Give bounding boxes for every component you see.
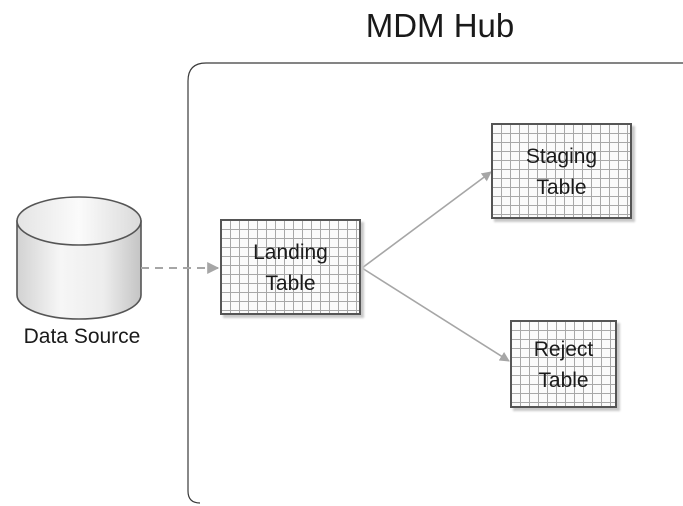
connector-landing-to-reject — [361, 267, 510, 362]
landing-table-label-line2: Table — [265, 272, 316, 295]
staging-table: Staging Table — [491, 123, 632, 219]
hub-title: MDM Hub — [365, 7, 515, 44]
mdm-hub-container — [187, 62, 683, 504]
landing-table-label-line1: Landing — [253, 241, 328, 264]
landing-table: Landing Table — [220, 219, 361, 315]
data-source-cylinder-icon — [16, 196, 142, 320]
staging-table-label-line1: Staging — [525, 145, 598, 168]
connector-landing-to-staging — [361, 171, 492, 269]
staging-table-label-line2: Table — [536, 176, 587, 199]
reject-table-label: Reject Table — [512, 334, 615, 396]
landing-table-label: Landing Table — [222, 237, 359, 299]
reject-table: Reject Table — [510, 320, 617, 408]
data-source-label: Data Source — [23, 325, 141, 348]
reject-table-label-line2: Table — [538, 369, 589, 392]
reject-table-label-line1: Reject — [533, 338, 594, 361]
staging-table-label: Staging Table — [493, 141, 630, 203]
